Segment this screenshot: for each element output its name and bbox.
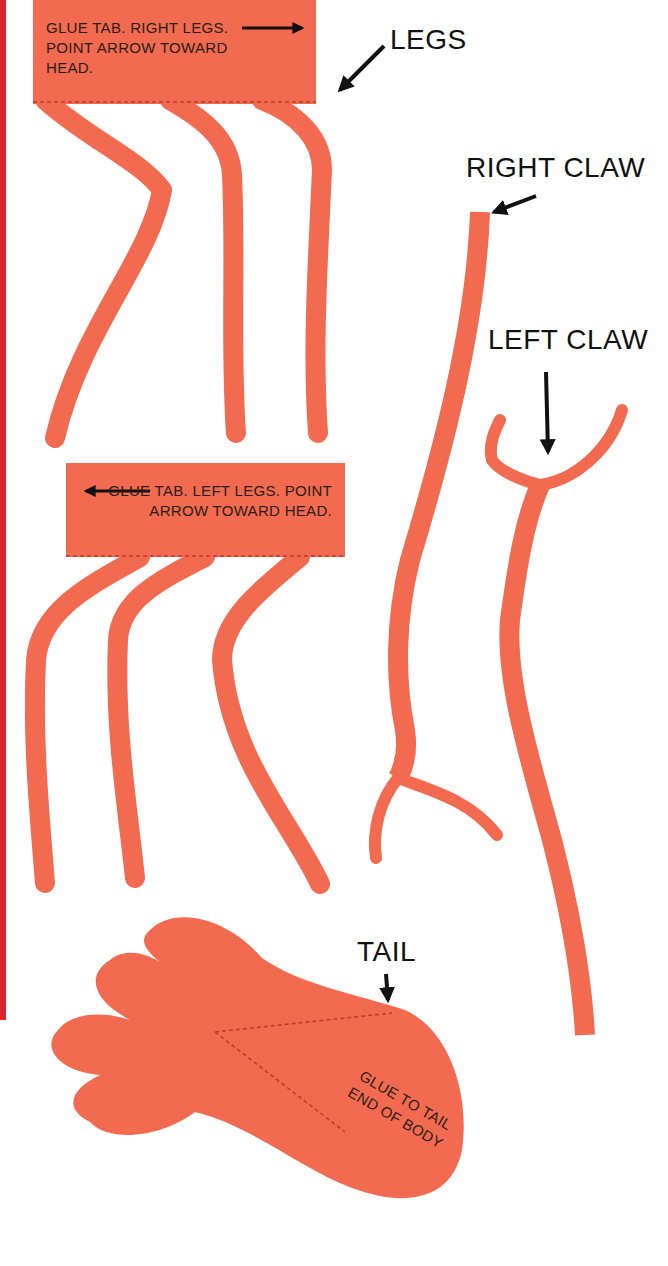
direction-arrow	[242, 27, 302, 30]
pointer-arrows	[340, 46, 548, 1000]
instruction-text: GLUE TAB. LEFT LEGS. POINT ARROW TOWARD …	[107, 481, 332, 521]
part-name: TAIL	[357, 936, 416, 968]
glue-tab	[33, 0, 316, 104]
right-legs	[45, 100, 322, 438]
fold-line	[66, 555, 345, 557]
left-claw	[491, 410, 622, 1035]
right-claw	[375, 212, 497, 858]
part-name: RIGHT CLAW	[466, 152, 645, 184]
part-name: LEGS	[390, 24, 467, 56]
glue-area: GLUE TO TAIL END OF BODY	[303, 1059, 467, 1212]
fold-line	[215, 1013, 392, 1032]
fold-line	[33, 101, 316, 103]
part-name: LEFT CLAW	[488, 324, 648, 356]
left-legs	[35, 557, 320, 884]
instruction-text: GLUE TO TAIL END OF BODY	[336, 1060, 465, 1158]
fold-line	[215, 1032, 345, 1132]
glue-tab: GLUE TAB. LEFT LEGS. POINT ARROW TOWARD …	[66, 463, 345, 557]
glue-tab: GLUE TAB. RIGHT LEGS. POINT ARROW TOWARD…	[33, 0, 316, 104]
instruction-text: GLUE TAB. RIGHT LEGS. POINT ARROW TOWARD…	[46, 18, 271, 78]
margin-line	[0, 0, 6, 1020]
tail	[51, 917, 463, 1198]
glue-tab	[66, 463, 345, 557]
